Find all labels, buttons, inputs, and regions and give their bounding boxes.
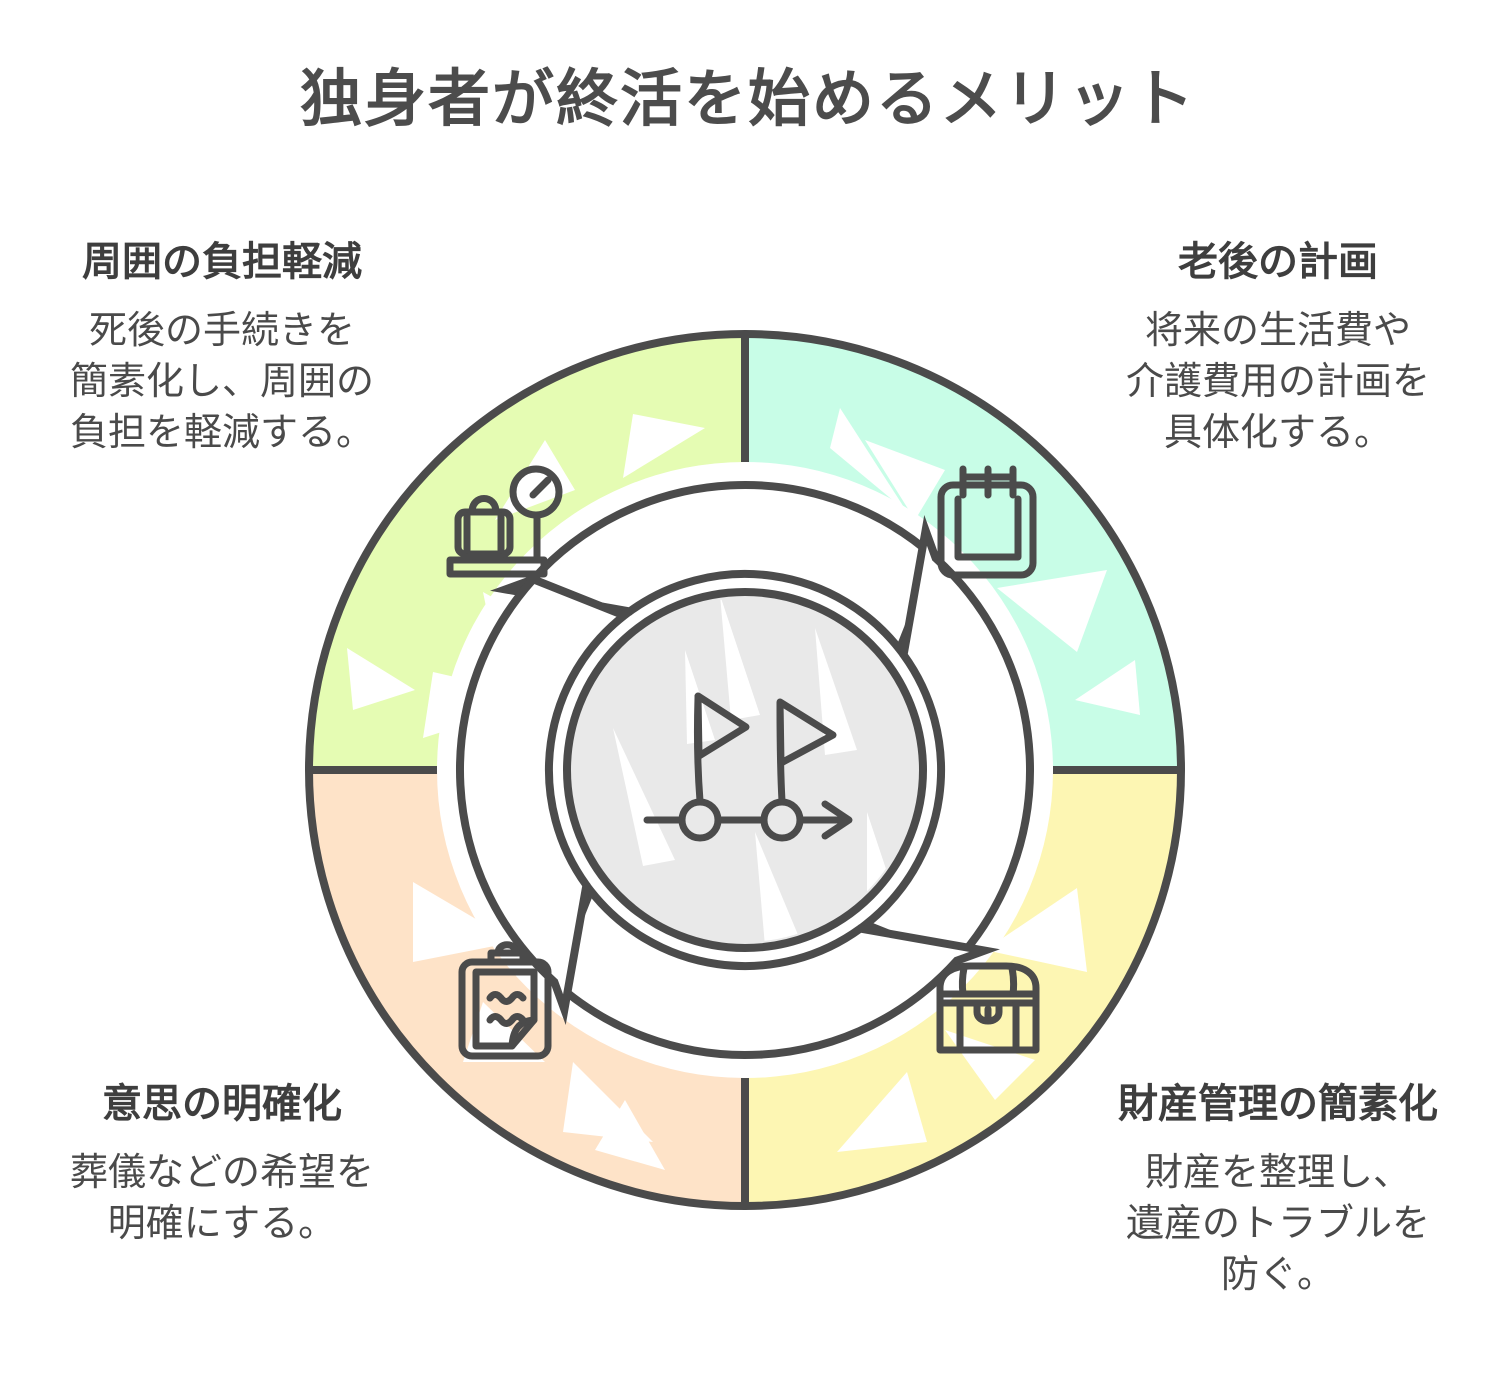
- page-title: 独身者が終活を始めるメリット: [299, 65, 1196, 134]
- quadrant-label-top-left: 周囲の負担軽減 死後の手続きを 簡素化し、周囲の 負担を軽減する。: [18, 238, 426, 459]
- cycle-arrow-arc-left: [456, 574, 633, 1025]
- quadrant-dividers: [309, 334, 1181, 1206]
- quadrant-description: 死後の手続きを 簡素化し、周囲の 負担を軽減する。: [69, 310, 374, 454]
- center-circle: [563, 588, 927, 952]
- quadrant-description: 葬儀などの希望を 明確にする。: [69, 1152, 374, 1245]
- quadrant-heading: 老後の計画: [1178, 240, 1378, 284]
- quadrant-heading: 意思の明確化: [102, 1082, 342, 1126]
- calendar-icon: [937, 465, 1037, 579]
- treasure-chest-icon: [936, 962, 1040, 1054]
- quadrant-description: 財産を整理し、 遺産のトラブルを 防ぐ。: [1125, 1152, 1430, 1296]
- quadrant-label-top-right: 老後の計画 将来の生活費や 介護費用の計画を 具体化する。: [1066, 238, 1490, 459]
- luggage-scale-icon: [446, 465, 563, 578]
- quadrant-label-bottom-right: 財産管理の簡素化 財産を整理し、 遺産のトラブルを 防ぐ。: [1066, 1080, 1490, 1301]
- quadrant-label-bottom-left: 意思の明確化 葬儀などの希望を 明確にする。: [18, 1080, 426, 1250]
- quadrant-description: 将来の生活費や 介護費用の計画を 具体化する。: [1125, 310, 1430, 454]
- quadrant-heading: 周囲の負担軽減: [82, 240, 362, 284]
- quadrant-heading: 財産管理の簡素化: [1118, 1082, 1438, 1126]
- cycle-arrow-ring: [456, 481, 1034, 1059]
- milestone-flags-icon: [643, 692, 853, 842]
- clipboard-icon: [458, 941, 552, 1060]
